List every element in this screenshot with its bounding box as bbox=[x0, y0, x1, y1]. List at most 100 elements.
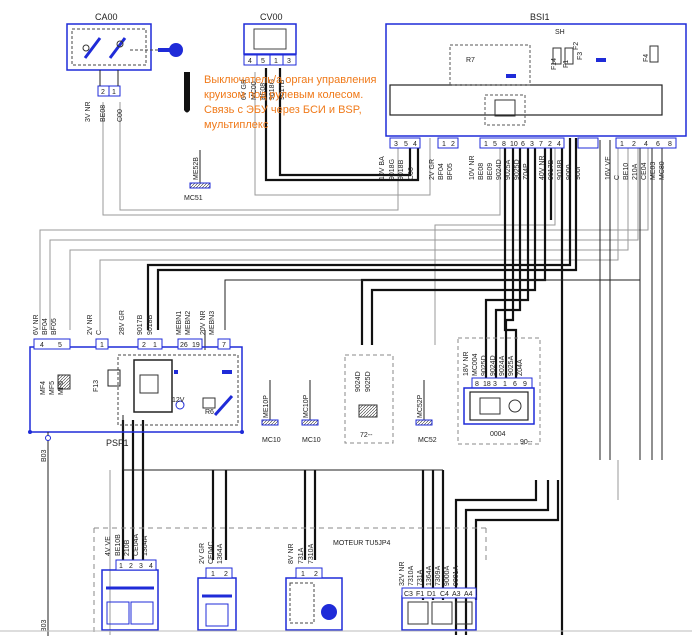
cv00-component[interactable] bbox=[243, 23, 297, 66]
psf1-pin-2: 2 bbox=[142, 342, 146, 349]
ca00-component[interactable] bbox=[66, 23, 165, 97]
bsi-pin-m2: 2 bbox=[451, 141, 455, 148]
bsi-wire-d1: 9017B bbox=[548, 159, 555, 180]
bl-wire-4: 1304A bbox=[142, 535, 149, 556]
bsi1-component[interactable] bbox=[385, 23, 687, 149]
bl-wire-3: CE04A bbox=[133, 533, 140, 556]
bsi-pin-f3: 6 bbox=[656, 141, 660, 148]
bottom-far-group[interactable] bbox=[401, 587, 477, 631]
ca00-pin-2: 2 bbox=[101, 89, 105, 96]
bsi-pin-f2: 4 bbox=[644, 141, 648, 148]
psf1-wire-c2: 9018B bbox=[147, 314, 154, 335]
c0004-wire-1: MC004 bbox=[472, 353, 479, 376]
relay-r7: R7 bbox=[466, 57, 475, 64]
thin-wires bbox=[122, 140, 663, 471]
bsi-wire-e1: C bbox=[614, 175, 621, 180]
bl-pin-1: 2 bbox=[129, 563, 133, 570]
bl-pin-3: 4 bbox=[149, 563, 153, 570]
bsi-pin-r4: 6 bbox=[521, 141, 525, 148]
bl-wire-0: 4V VE bbox=[105, 536, 112, 556]
conn72-ref: 72-- bbox=[360, 432, 373, 439]
bf-pin-2: D1 bbox=[427, 591, 436, 598]
heavy-wires bbox=[121, 68, 578, 635]
psf1-wire-c0: 28V GR bbox=[119, 310, 126, 335]
bsi-wire-c4: 9025A bbox=[505, 159, 512, 180]
bsi-pin-3: 3 bbox=[394, 141, 398, 148]
psf1-wire-c1: 9017B bbox=[137, 314, 144, 335]
ground-mc51 bbox=[189, 150, 211, 189]
bf-wire-3: 1364A bbox=[426, 565, 433, 586]
bsi-wire-c0: 10V NR bbox=[469, 155, 476, 180]
c0004-wire-4: 9024A bbox=[499, 355, 506, 376]
fuse-f2: F2 bbox=[573, 42, 580, 50]
psf1-wire-e1: MEBN3 bbox=[209, 311, 216, 335]
bsi-wire-c6: Z04P bbox=[523, 163, 530, 180]
bottom-left-group[interactable] bbox=[101, 559, 159, 631]
br-pin-0: 1 bbox=[301, 571, 305, 578]
bf-pin-5: A4 bbox=[464, 591, 473, 598]
ca00-wire-1: BE08 bbox=[100, 105, 107, 122]
bsi-pin-r6: 7 bbox=[539, 141, 543, 148]
bsi-wire-d0: 40V NR bbox=[539, 155, 546, 180]
light-wires bbox=[39, 72, 649, 635]
bf-pin-4: A3 bbox=[452, 591, 461, 598]
wire-b03: B03 bbox=[41, 449, 48, 462]
psf1-component[interactable] bbox=[28, 338, 244, 434]
bsi-wire-e6: MC80 bbox=[659, 161, 666, 180]
psf1-internal-f13: F13 bbox=[93, 380, 100, 392]
bsi-pin-f1: 2 bbox=[632, 141, 636, 148]
bottom-mid-group[interactable] bbox=[197, 567, 237, 631]
fuse-f1: F1 bbox=[563, 60, 570, 68]
bsi-wire-labels: 10V BA 9018G 9018B C00 2V GR BF04 BF05 1… bbox=[379, 155, 666, 180]
cv00-ref: CV00 bbox=[260, 12, 283, 22]
bsi-wire-c5: 9025D bbox=[514, 159, 521, 180]
key-icon bbox=[158, 43, 183, 57]
conn-72[interactable] bbox=[344, 354, 394, 444]
c0004-wire-0: 18V NR bbox=[463, 351, 470, 376]
bottom-right-group[interactable] bbox=[285, 567, 343, 631]
bsi-wire-d2: 9018B bbox=[557, 159, 564, 180]
bsi-wire-c1: BE08 bbox=[478, 163, 485, 180]
bsi-wire-b0: 2V GR bbox=[429, 159, 436, 180]
bm-pin-0: 1 bbox=[211, 571, 215, 578]
bsi-pin-r1: 5 bbox=[493, 141, 497, 148]
fuse-f14: F14 bbox=[551, 58, 558, 70]
c0004-wire-2: 9025D bbox=[481, 355, 488, 376]
psf1-wire-e0: 20V NR bbox=[200, 310, 207, 335]
psf1-pin-19: 19 bbox=[192, 342, 200, 349]
ground-mc51-ref: MC51 bbox=[184, 195, 203, 202]
ground-mc52-wire: MC52P bbox=[417, 394, 424, 418]
fuse-f3: F3 bbox=[577, 52, 584, 60]
psf1-internal-r6: R6 bbox=[205, 409, 214, 416]
bf-wire-0: 32V NR bbox=[399, 561, 406, 586]
bottom-frame bbox=[45, 432, 487, 636]
ground-mc52 bbox=[415, 380, 433, 426]
ground-mc10-b bbox=[301, 380, 319, 426]
br-pin-1: 2 bbox=[314, 571, 318, 578]
cv00-wire-3: 9018G bbox=[269, 79, 276, 100]
bsi-wire-e5: ME03 bbox=[650, 162, 657, 180]
c0004-wire-6: Z04A bbox=[517, 359, 524, 376]
c0004-wire-5: 9025A bbox=[508, 355, 515, 376]
psf1-wire-b1: C bbox=[96, 330, 103, 335]
fuse-sh: SH bbox=[555, 29, 565, 36]
cv00-wire-2: BE08 bbox=[260, 83, 267, 100]
cv00-pin-5: 5 bbox=[261, 58, 265, 65]
lever-icon bbox=[184, 72, 190, 113]
bsi-pin-r5: 3 bbox=[530, 141, 534, 148]
c0004-pin-0: 8 bbox=[475, 381, 479, 388]
ca00-wire-2: C00 bbox=[117, 109, 124, 122]
cv00-wire-4: 9017B bbox=[279, 79, 286, 100]
c0004-pin-1: 18 bbox=[483, 381, 491, 388]
bsi-wire-a3: C00 bbox=[408, 167, 415, 180]
bsi-wire-a1: 9018G bbox=[389, 159, 396, 180]
c0004-component[interactable] bbox=[457, 337, 541, 445]
engine-label: MOTEUR TU5JP4 bbox=[333, 540, 391, 547]
bl-pin-0: 1 bbox=[119, 563, 123, 570]
bl-wire-1: BE10B bbox=[115, 534, 122, 556]
bl-pin-2: 3 bbox=[139, 563, 143, 570]
psf1-wire-a0: 6V NR bbox=[33, 314, 40, 335]
cv00-wire-1: MC00 bbox=[251, 81, 258, 100]
c0004-pin-5: 9 bbox=[523, 381, 527, 388]
bm-wire-1: CE04C bbox=[208, 541, 215, 564]
